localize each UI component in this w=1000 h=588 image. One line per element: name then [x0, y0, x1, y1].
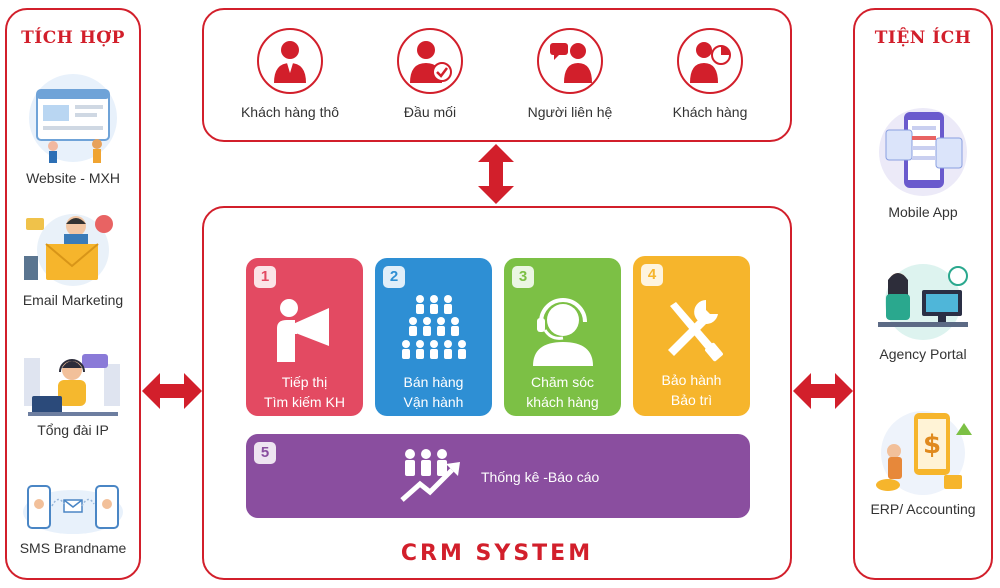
team-pyramid-icon [375, 294, 492, 370]
svg-text:$: $ [923, 430, 941, 460]
crm-system-title: CRM SYSTEM [400, 541, 594, 566]
module-line2: Vận hành [403, 394, 464, 410]
person-icon [257, 28, 323, 94]
module-number: 1 [254, 266, 276, 288]
module-customer-care-tile[interactable]: 3 Chăm sóc khách hàng [504, 258, 621, 416]
module-line2: Bảo trì [670, 392, 713, 408]
left-double-arrow-icon [142, 373, 202, 409]
utilities-panel: TIỆN ÍCH Mobile App Agency Portal [853, 8, 993, 580]
email-marketing-label: Email Marketing [22, 292, 124, 308]
role-lead[interactable]: Đầu mối [365, 28, 495, 120]
module-sales-tile[interactable]: 2 Bán hàng [375, 258, 492, 416]
crm-system-panel: 1 Tiếp thị Tìm kiếm KH 2 [202, 206, 792, 580]
headset-icon [504, 294, 621, 366]
ip-switchboard-item[interactable]: Tổng đài IP [7, 348, 139, 438]
module-line1: Bảo hành [661, 372, 722, 388]
mobile-app-label: Mobile App [888, 204, 958, 220]
growth-chart-icon [396, 448, 466, 504]
module-number: 5 [254, 442, 276, 464]
mobile-app-item[interactable]: Mobile App [855, 102, 991, 220]
module-text: Tiếp thị Tìm kiếm KH [250, 372, 359, 412]
module-line1: Bán hàng [403, 374, 464, 390]
role-contact[interactable]: Người liên hệ [505, 28, 635, 120]
person-chat-icon [537, 28, 603, 94]
agency-portal-illustration [878, 264, 968, 340]
mobile-app-illustration [879, 108, 967, 196]
role-label: Khách hàng [672, 104, 748, 120]
website-label: Website - MXH [26, 170, 120, 186]
erp-accounting-item[interactable]: $ ERP/ Accounting [855, 405, 991, 517]
accounting-illustration: $ [876, 411, 972, 495]
module-text: Thống kê -Báo cáo [481, 469, 600, 485]
module-number: 4 [641, 264, 663, 286]
module-warranty-tile[interactable]: 4 Bảo hành Bảo trì [633, 256, 750, 416]
email-illustration [24, 214, 113, 286]
vertical-double-arrow-icon [478, 144, 514, 204]
sms-brandname-item[interactable]: SMS Brandname [7, 480, 139, 556]
tools-icon [633, 292, 750, 364]
role-customer[interactable]: Khách hàng [645, 28, 775, 120]
module-marketing-tile[interactable]: 1 Tiếp thị Tìm kiếm KH [246, 258, 363, 416]
website-item[interactable]: Website - MXH [7, 68, 139, 186]
person-check-icon [397, 28, 463, 94]
email-marketing-item[interactable]: Email Marketing [7, 210, 139, 308]
module-line2: Tìm kiếm KH [264, 394, 345, 410]
module-number: 2 [383, 266, 405, 288]
integration-title: TÍCH HỢP [21, 28, 125, 48]
agency-portal-label: Agency Portal [879, 346, 967, 362]
module-line1: Chăm sóc [530, 374, 595, 390]
sms-illustration [23, 485, 123, 534]
module-line1: Tiếp thị [281, 374, 328, 390]
integration-panel: TÍCH HỢP Website - MXH [5, 8, 141, 580]
module-text: Bán hàng Vận hành [379, 372, 488, 412]
module-reports-tile[interactable]: 5 Thống kê -Báo cáo [246, 434, 750, 518]
customer-roles-panel: Khách hàng thô Đầu mối Người liên hệ [202, 8, 792, 142]
role-label: Người liên hệ [527, 104, 613, 120]
sms-brandname-label: SMS Brandname [19, 540, 127, 556]
module-number: 3 [512, 266, 534, 288]
module-text: Chăm sóc khách hàng [508, 372, 617, 412]
ip-switchboard-label: Tổng đài IP [37, 422, 109, 438]
agency-portal-item[interactable]: Agency Portal [855, 260, 991, 362]
role-raw-customer[interactable]: Khách hàng thô [225, 28, 355, 120]
megaphone-icon [246, 294, 363, 364]
module-text: Bảo hành Bảo trì [637, 370, 746, 410]
module-line2: khách hàng [526, 394, 599, 410]
erp-accounting-label: ERP/ Accounting [870, 501, 976, 517]
website-illustration [29, 74, 117, 163]
person-chart-icon [677, 28, 743, 94]
right-double-arrow-icon [793, 373, 853, 409]
role-label: Khách hàng thô [240, 104, 340, 120]
role-label: Đầu mối [403, 104, 457, 120]
utilities-title: TIỆN ÍCH [874, 28, 972, 48]
call-center-illustration [24, 354, 120, 416]
